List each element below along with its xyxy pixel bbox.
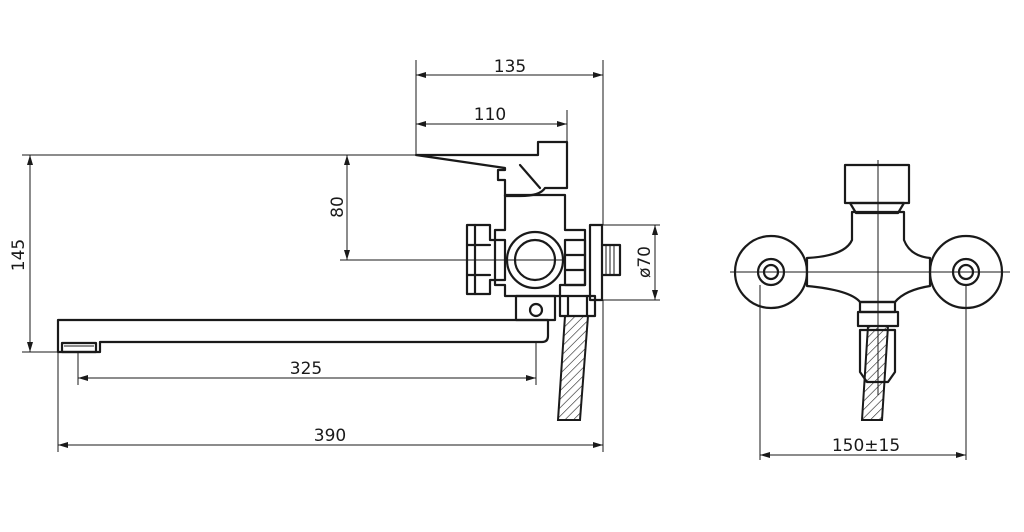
- dim-label-150: 150±15: [832, 436, 900, 456]
- dim-label-70: ø70: [635, 246, 655, 278]
- side-view: [56, 140, 622, 421]
- dimension-135: 135: [415, 57, 604, 225]
- front-handle: [843, 163, 911, 205]
- dim-label-325: 325: [290, 359, 322, 379]
- dimension-390: 390: [57, 300, 604, 452]
- lever-handle: [414, 140, 569, 198]
- dim-label-145: 145: [9, 239, 29, 271]
- dimension-150-15: 150±15: [759, 285, 967, 460]
- dimension-325: 325: [77, 342, 537, 385]
- dimension-80: 80: [22, 154, 565, 261]
- front-body: [805, 210, 932, 304]
- dimension-diameter-70: ø70: [602, 224, 660, 301]
- aerator: [60, 341, 98, 354]
- dim-label-135: 135: [494, 57, 526, 77]
- wall-flange: [588, 223, 604, 302]
- front-shower-hose: [860, 325, 890, 421]
- dimension-110: 110: [416, 105, 568, 142]
- spout: [56, 318, 550, 354]
- shower-hose: [556, 315, 590, 421]
- front-view: [730, 160, 1010, 421]
- dimension-145: 145: [9, 155, 62, 353]
- dim-label-80: 80: [328, 196, 348, 218]
- dim-label-110: 110: [474, 105, 506, 125]
- dim-label-390: 390: [314, 426, 346, 446]
- valve-body: [493, 193, 587, 298]
